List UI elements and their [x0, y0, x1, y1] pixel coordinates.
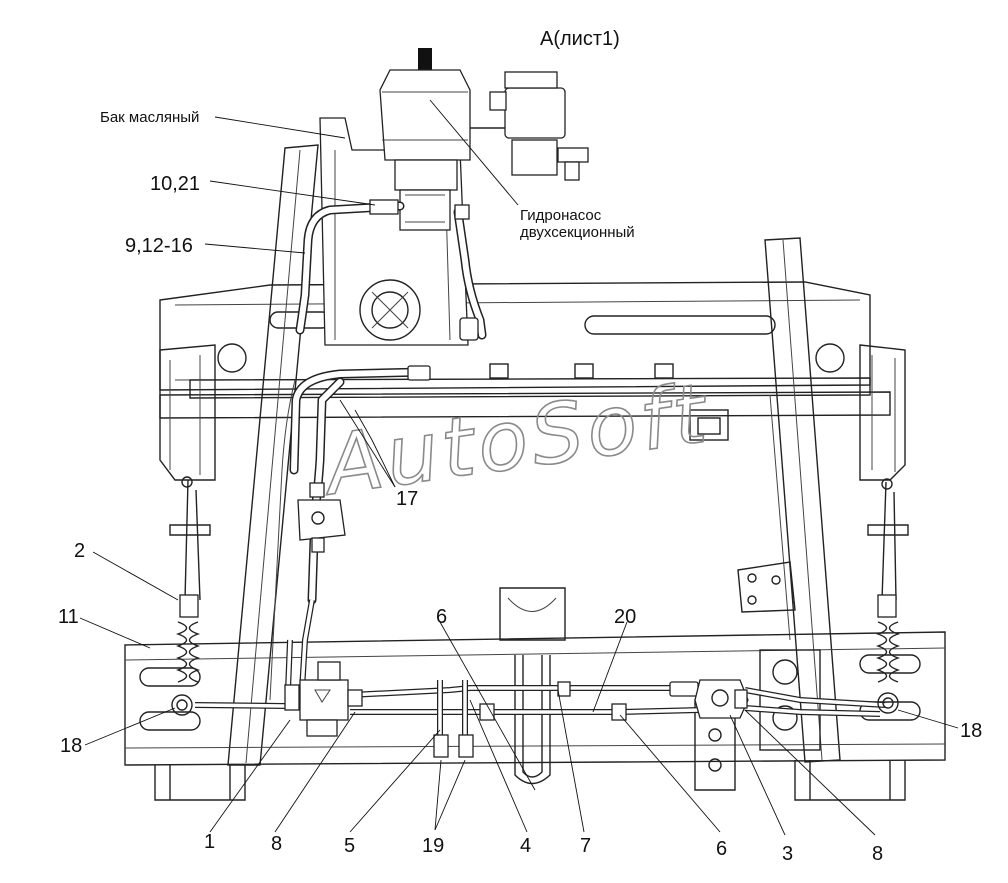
callout-4: 4 — [520, 835, 531, 857]
left-coil-hose — [169, 476, 211, 716]
callout-1: 1 — [204, 831, 215, 853]
oil-tank-caption: Бак масляный — [100, 109, 199, 126]
right-coil-hose — [867, 478, 909, 714]
drawing-title: А(лист1) — [540, 28, 620, 50]
callout-8-left: 8 — [271, 833, 282, 855]
callout-17: 17 — [396, 488, 418, 510]
pump-caption-line2: двухсекционный — [520, 224, 635, 241]
callout-18-right: 18 — [960, 720, 982, 742]
callout-5: 5 — [344, 835, 355, 857]
leader-lines — [79, 99, 959, 836]
callout-10-21: 10,21 — [150, 173, 200, 195]
callout-3: 3 — [782, 843, 793, 865]
callout-2: 2 — [74, 540, 85, 562]
distributor-block — [297, 482, 346, 553]
right-valve-block — [694, 679, 749, 719]
callout-6-bottom: 6 — [716, 838, 727, 860]
left-valve-block — [284, 661, 363, 737]
frame-structure — [124, 144, 946, 801]
callout-6-top: 6 — [436, 606, 447, 628]
callout-20: 20 — [614, 606, 636, 628]
hydraulic-pump-assembly — [379, 48, 589, 231]
pump-caption-line1: Гидронасос — [520, 207, 602, 224]
callout-11: 11 — [58, 606, 79, 628]
callout-18-left: 18 — [60, 735, 82, 757]
callout-9-12-16: 9,12-16 — [125, 235, 193, 257]
lower-pipes — [194, 599, 886, 758]
callout-19: 19 — [422, 835, 444, 857]
callout-7: 7 — [580, 835, 591, 857]
callout-8-right: 8 — [872, 843, 883, 865]
labels: А(лист1) Бак масляный Гидронасос двухсек… — [58, 28, 982, 865]
